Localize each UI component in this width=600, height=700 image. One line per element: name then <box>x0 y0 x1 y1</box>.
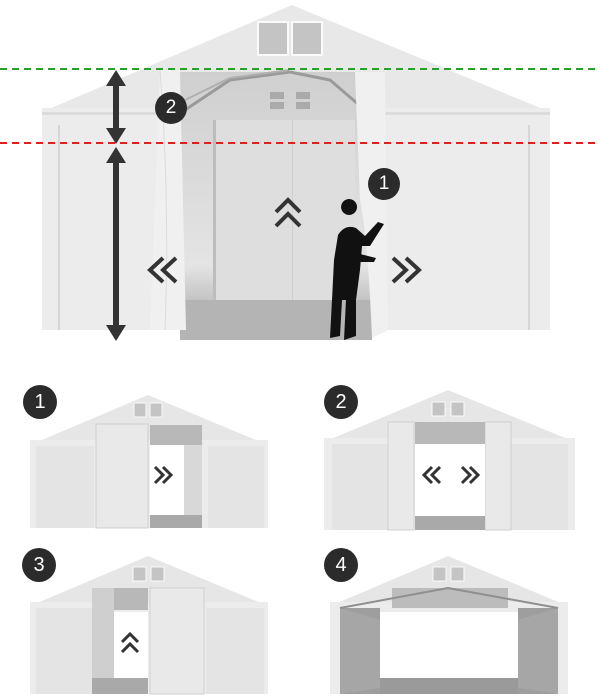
badge-2: 2 <box>155 92 187 124</box>
badge-variant-2: 2 <box>324 385 358 419</box>
tent-variant-4-illustration <box>330 556 568 694</box>
badge-variant-4: 4 <box>324 548 358 582</box>
main-figure: 2 1 <box>0 5 600 341</box>
badge-variant-1: 1 <box>23 385 57 419</box>
tent-variant-3-illustration <box>30 556 268 695</box>
tent-variant-1-illustration <box>30 395 268 529</box>
variant-4: 4 <box>300 540 600 700</box>
variant-3: 3 <box>0 540 300 700</box>
tent-main-illustration <box>0 5 600 341</box>
badge-variant-3: 3 <box>22 548 56 582</box>
badge-1: 1 <box>368 168 400 200</box>
tent-variant-2-illustration <box>324 390 575 531</box>
variant-2: 2 <box>300 370 600 540</box>
variant-1: 1 <box>0 370 300 540</box>
